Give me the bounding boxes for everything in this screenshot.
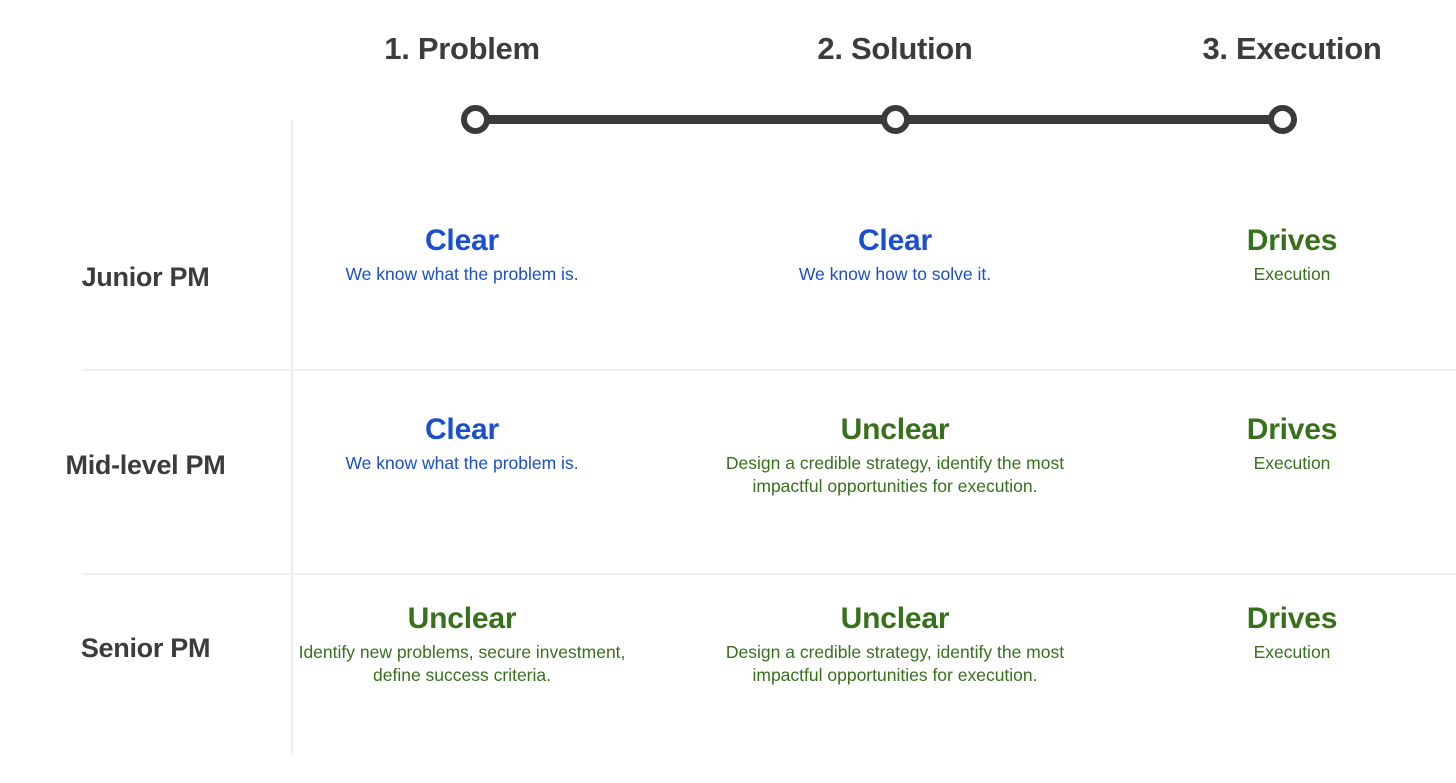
cell-junior-solution: Clear We know how to solve it. [725, 224, 1065, 286]
cell-description: We know what the problem is. [345, 263, 579, 284]
timeline-node-problem-icon [461, 105, 490, 134]
cell-senior-execution: Drives Execution [1120, 602, 1456, 664]
cell-title: Drives [1246, 602, 1338, 635]
cell-senior-problem: Unclear Identify new problems, secure in… [287, 602, 637, 687]
column-header-execution: 3. Execution [1202, 31, 1382, 66]
cell-description: Identify new problems, secure investment… [298, 641, 626, 685]
cell-mid-solution: Unclear Design a credible strategy, iden… [700, 413, 1090, 498]
cell-title: Unclear [407, 602, 517, 635]
column-header-solution: 2. Solution [817, 31, 973, 66]
cell-title: Unclear [840, 413, 950, 446]
cell-senior-solution: Unclear Design a credible strategy, iden… [700, 602, 1090, 687]
cell-mid-problem: Clear We know what the problem is. [292, 413, 632, 475]
row-label-senior: Senior PM [80, 633, 211, 663]
matrix-row-mid-level: Mid-level PM Clear We know what the prob… [0, 371, 1456, 573]
cell-title: Drives [1246, 224, 1338, 257]
cell-mid-execution: Drives Execution [1120, 413, 1456, 475]
cell-description: Design a credible strategy, identify the… [725, 641, 1065, 685]
row-label-mid-level: Mid-level PM [65, 450, 226, 480]
column-header-problem: 1. Problem [384, 31, 540, 66]
timeline-node-solution-icon [881, 105, 910, 134]
matrix-row-junior: Junior PM Clear We know what the problem… [0, 120, 1456, 369]
cell-title: Clear [857, 224, 933, 257]
timeline-node-execution-icon [1268, 105, 1297, 134]
row-divider-mid-senior [82, 573, 1456, 575]
cell-description: Execution [1253, 452, 1331, 473]
row-divider-junior-mid [82, 369, 1456, 371]
cell-title: Clear [424, 413, 500, 446]
cell-title: Drives [1246, 413, 1338, 446]
progress-timeline [455, 99, 1303, 141]
timeline-bar [475, 115, 1282, 124]
row-label-junior: Junior PM [81, 262, 210, 292]
cell-title: Unclear [840, 602, 950, 635]
cell-description: Execution [1253, 263, 1331, 284]
matrix-row-senior: Senior PM Unclear Identify new problems,… [0, 575, 1456, 753]
cell-description: Execution [1253, 641, 1331, 662]
cell-description: We know what the problem is. [345, 452, 579, 473]
vertical-divider [291, 120, 293, 753]
cell-junior-execution: Drives Execution [1120, 224, 1456, 286]
cell-junior-problem: Clear We know what the problem is. [292, 224, 632, 286]
cell-title: Clear [424, 224, 500, 257]
cell-description: Design a credible strategy, identify the… [725, 452, 1065, 496]
cell-description: We know how to solve it. [798, 263, 992, 284]
